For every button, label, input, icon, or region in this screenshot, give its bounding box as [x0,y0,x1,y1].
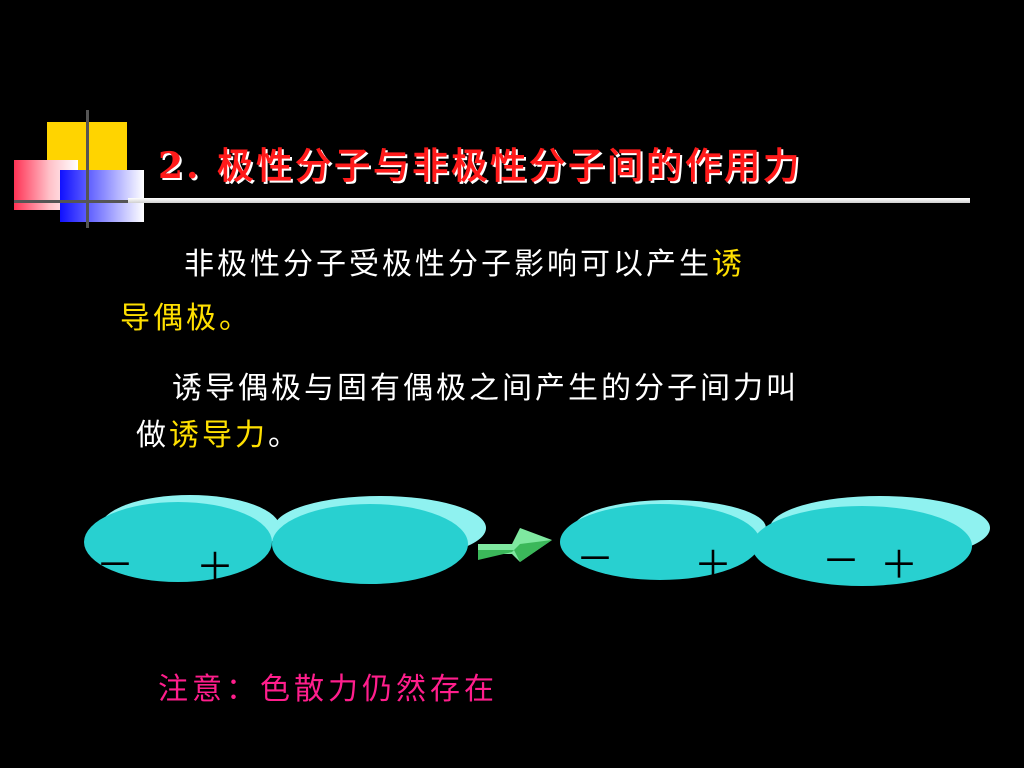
title-underline [128,198,970,203]
note-text: 注意：色散力仍然存在 [158,672,498,707]
decoration-vertical-line [86,110,89,228]
decoration-blue-square [60,170,144,222]
slide-title: 2. 极性分子与非极性分子间的作用力 [158,145,803,187]
right-plus-sign-1: ＋ [694,543,732,587]
paragraph2-end-punct: 。 [268,418,301,453]
paragraph1-text: 非极性分子受极性分子影响可以产生 [184,247,712,282]
left-minus-sign: － [96,543,134,587]
induction-diagram: － ＋ － ＋ － ＋ [84,495,990,589]
paragraph2-line2: 做诱导力。 [136,409,301,463]
paragraph2-line1: 诱导偶极与固有偶极之间产生的分子间力叫 [172,371,799,406]
right-minus-sign-2: － [822,539,860,583]
paragraph2-highlight: 诱导力 [169,418,268,453]
right-minus-sign-1: － [576,537,614,581]
polar-molecule-right [560,500,766,580]
paragraph1-highlight-part2: 导偶极 [120,301,219,336]
arrow-icon [478,528,552,562]
paragraph2-text: 做 [136,418,169,453]
paragraph1-highlight-part1: 诱 [712,247,745,282]
right-plus-sign-2: ＋ [880,543,918,587]
induced-dipole-molecule-right [752,496,990,586]
paragraph1-end-punct: 。 [219,301,252,336]
left-plus-sign: ＋ [196,545,234,589]
paragraph1-line2: 导偶极。 [120,292,252,346]
nonpolar-molecule-left [272,496,486,584]
decoration-horizontal-line [14,200,144,203]
paragraph1-line1: 非极性分子受极性分子影响可以产生诱 [184,238,745,292]
polar-molecule-left [84,495,280,582]
